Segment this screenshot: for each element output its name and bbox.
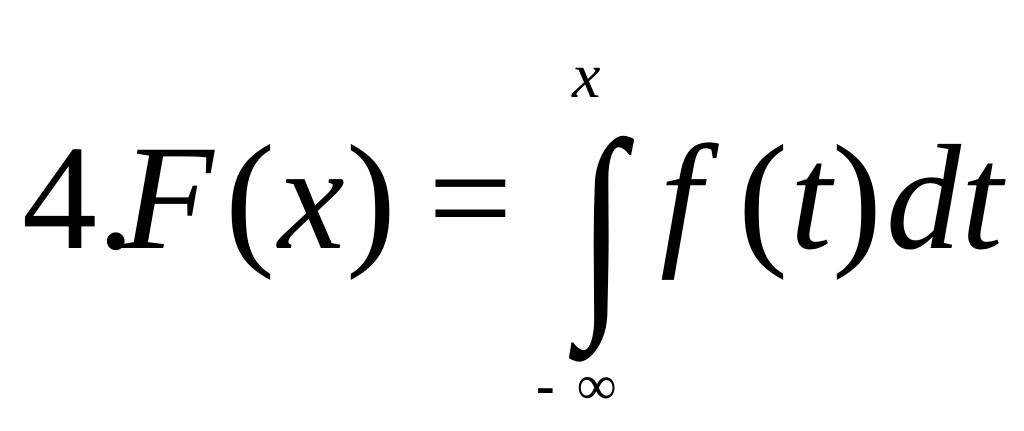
integrand-close-paren: ) — [832, 115, 882, 281]
integral-sign: ∫ — [578, 95, 626, 350]
lower-limit-value: ∞ — [576, 355, 617, 417]
lhs-function: F — [122, 115, 214, 281]
lhs-close-paren: ) — [346, 115, 396, 281]
integrand-function: f — [660, 115, 702, 281]
integral-lower-limit: -∞ — [536, 358, 617, 414]
differential: dt — [886, 115, 1003, 281]
integral-upper-limit: x — [572, 40, 601, 111]
formula-number: 4. — [22, 115, 135, 281]
lhs-variable: x — [278, 115, 345, 281]
equals-sign: = — [428, 115, 513, 281]
lhs-open-paren: ( — [225, 115, 275, 281]
integrand-variable: t — [790, 115, 832, 281]
integrand-open-paren: ( — [738, 115, 788, 281]
lower-limit-sign: - — [536, 355, 555, 417]
